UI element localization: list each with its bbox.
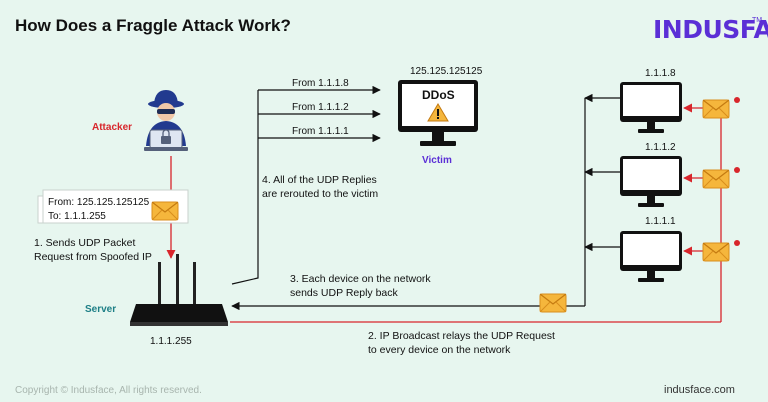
router-icon <box>130 254 228 326</box>
warning-icon <box>427 103 449 122</box>
packet-from: From: 125.125.125125 <box>48 197 150 208</box>
server-ip: 1.1.1.255 <box>150 336 192 347</box>
attacker-label: Attacker <box>92 122 132 133</box>
reply-from-8: From 1.1.1.8 <box>292 78 349 89</box>
logo-tm: TM <box>752 17 762 24</box>
victim-label: Victim <box>422 155 452 166</box>
step-4-line-1: 4. All of the UDP Replies <box>262 174 377 186</box>
reply-from-1: From 1.1.1.1 <box>292 126 349 137</box>
logo-text: INDUSFACE <box>653 15 768 44</box>
broadcast-envelope-8 <box>702 97 740 119</box>
step-1-line-1: 1. Sends UDP Packet <box>34 237 135 249</box>
device-reply-lines <box>231 93 620 311</box>
broadcast-envelope-1 <box>702 240 740 262</box>
device-ip-1: 1.1.1.1 <box>645 216 676 227</box>
reply-arrows <box>257 85 381 143</box>
server-to-victim-line <box>231 140 259 285</box>
step-2-line-2: to every device on the network <box>368 344 511 356</box>
device-ip-2: 1.1.1.2 <box>645 142 676 153</box>
broadcast-envelope-2 <box>702 167 740 189</box>
site-link[interactable]: indusface.com <box>664 384 735 396</box>
reply-envelope-icon <box>539 293 567 313</box>
step-4-line-2: are rerouted to the victim <box>262 188 378 200</box>
device-monitor-8 <box>620 82 682 133</box>
device-monitor-1 <box>620 231 682 282</box>
server-label: Server <box>85 304 116 315</box>
packet-envelope-icon <box>151 201 179 221</box>
device-ip-8: 1.1.1.8 <box>645 68 676 79</box>
copyright-text: Copyright © Indusface, All rights reserv… <box>15 385 202 396</box>
step-1-line-2: Request from Spoofed IP <box>34 251 152 263</box>
step-3-line-1: 3. Each device on the network <box>290 273 431 285</box>
step-3-line-2: sends UDP Reply back <box>290 287 399 299</box>
packet-to: To: 1.1.1.255 <box>48 211 106 222</box>
device-monitor-2 <box>620 156 682 207</box>
spoofed-packet-card: From: 125.125.125125 To: 1.1.1.255 <box>37 189 189 224</box>
page-title: How Does a Fraggle Attack Work? <box>15 16 291 35</box>
reply-from-2: From 1.1.1.2 <box>292 102 349 113</box>
step-2-line-1: 2. IP Broadcast relays the UDP Request <box>368 330 555 342</box>
attacker-icon <box>144 90 188 151</box>
ddos-label: DDoS <box>422 88 455 102</box>
indusface-logo: INDUSFACE TM <box>653 15 768 44</box>
victim-ip: 125.125.125125 <box>410 66 483 77</box>
